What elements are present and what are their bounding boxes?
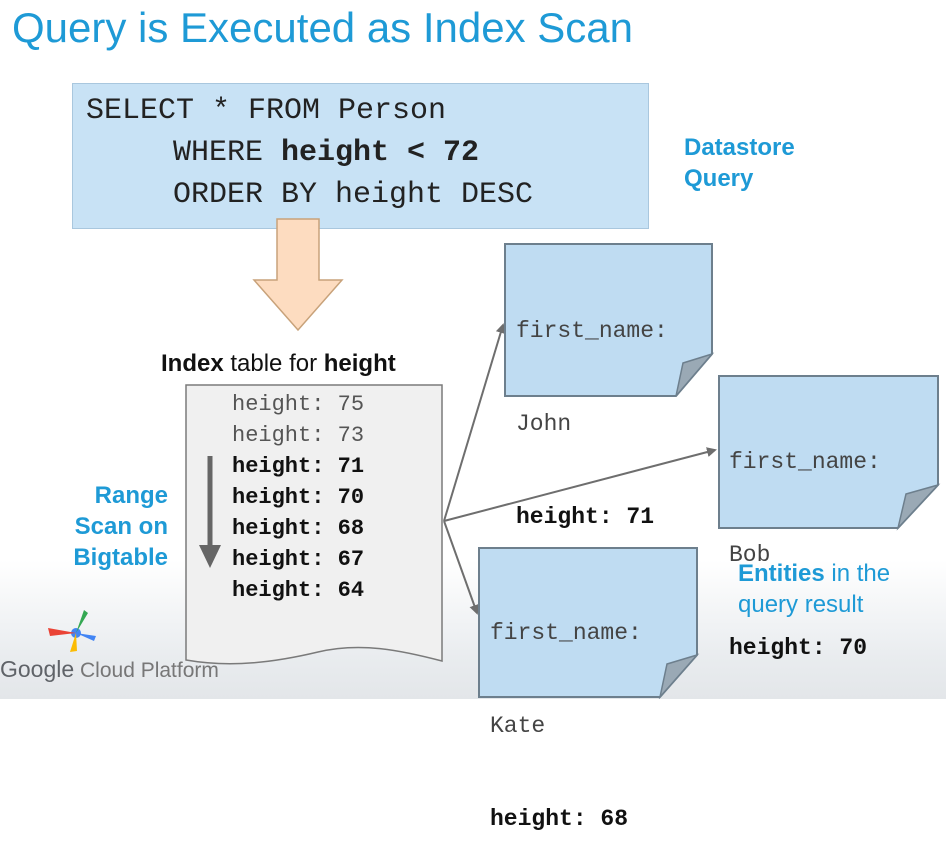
index-row: height: 67 — [232, 547, 365, 572]
entities-rest-1: in the — [824, 560, 891, 587]
entity-height: height: 71 — [516, 504, 655, 530]
entity-kate-text: first_name: Kate height: 68 — [490, 556, 642, 866]
google-cloud-platform-logo: Google Cloud Platform — [0, 656, 219, 683]
entity-field-label: first_name: — [516, 318, 668, 344]
cloud-platform-wordmark: Cloud Platform — [74, 659, 219, 682]
index-table-title: Index table for height — [161, 350, 396, 378]
index-table-document — [185, 384, 443, 665]
index-row: height: 64 — [232, 578, 365, 603]
diagram-shapes — [48, 218, 941, 699]
google-cloud-logo-icon — [48, 610, 96, 652]
index-row: height: 75 — [232, 392, 365, 417]
entities-bold: Entities — [738, 560, 825, 587]
index-title-bold-height: height — [323, 350, 396, 377]
query-line-2: WHERE height < 72 — [173, 136, 479, 170]
google-wordmark: Google — [0, 656, 75, 682]
entity-bob-text: first_name: Bob height: 70 — [729, 385, 881, 695]
index-title-mid: table for — [223, 350, 324, 377]
entities-caption-line-1: Entities in the — [738, 558, 890, 589]
index-row: height: 73 — [232, 423, 365, 448]
entity-name: Bob — [729, 542, 771, 568]
query-line-3: ORDER BY height DESC — [173, 178, 534, 212]
down-arrow-icon — [252, 218, 344, 332]
query-line-1: SELECT * FROM Person — [86, 94, 447, 128]
connector-to-bob — [443, 447, 717, 522]
entity-height: height: 68 — [490, 806, 629, 832]
query-where: WHERE — [173, 136, 282, 170]
query-box: SELECT * FROM Person WHERE height < 72 O… — [72, 83, 649, 229]
entity-field-label: first_name: — [729, 449, 881, 475]
index-row: height: 71 — [232, 454, 365, 479]
range-label-line-2: Scan on — [74, 513, 168, 540]
index-row: height: 68 — [232, 516, 365, 541]
entity-field-label: first_name: — [490, 620, 642, 646]
connector-to-john — [443, 323, 506, 522]
index-row: height: 70 — [232, 485, 365, 510]
entity-name: Kate — [490, 713, 546, 739]
range-label-line-1: Range — [94, 482, 168, 509]
entity-john-text: first_name: John height: 71 — [516, 254, 668, 564]
index-title-bold-index: Index — [161, 350, 224, 377]
entity-height: height: 70 — [729, 635, 868, 661]
datastore-label-line-1: Datastore — [684, 134, 795, 161]
slide-title: Query is Executed as Index Scan — [12, 4, 633, 51]
datastore-query-label: Datastore Query — [684, 132, 795, 194]
entities-caption: Entities in the query result — [738, 558, 890, 620]
range-scan-label: Range Scan on Bigtable — [60, 480, 168, 573]
entity-name: John — [516, 411, 572, 437]
footer-background — [0, 560, 946, 699]
entities-caption-line-2: query result — [738, 591, 864, 618]
range-label-line-3: Bigtable — [73, 544, 168, 571]
connector-to-kate — [443, 520, 480, 615]
datastore-label-line-2: Query — [684, 165, 754, 192]
query-condition: height < 72 — [281, 136, 480, 170]
